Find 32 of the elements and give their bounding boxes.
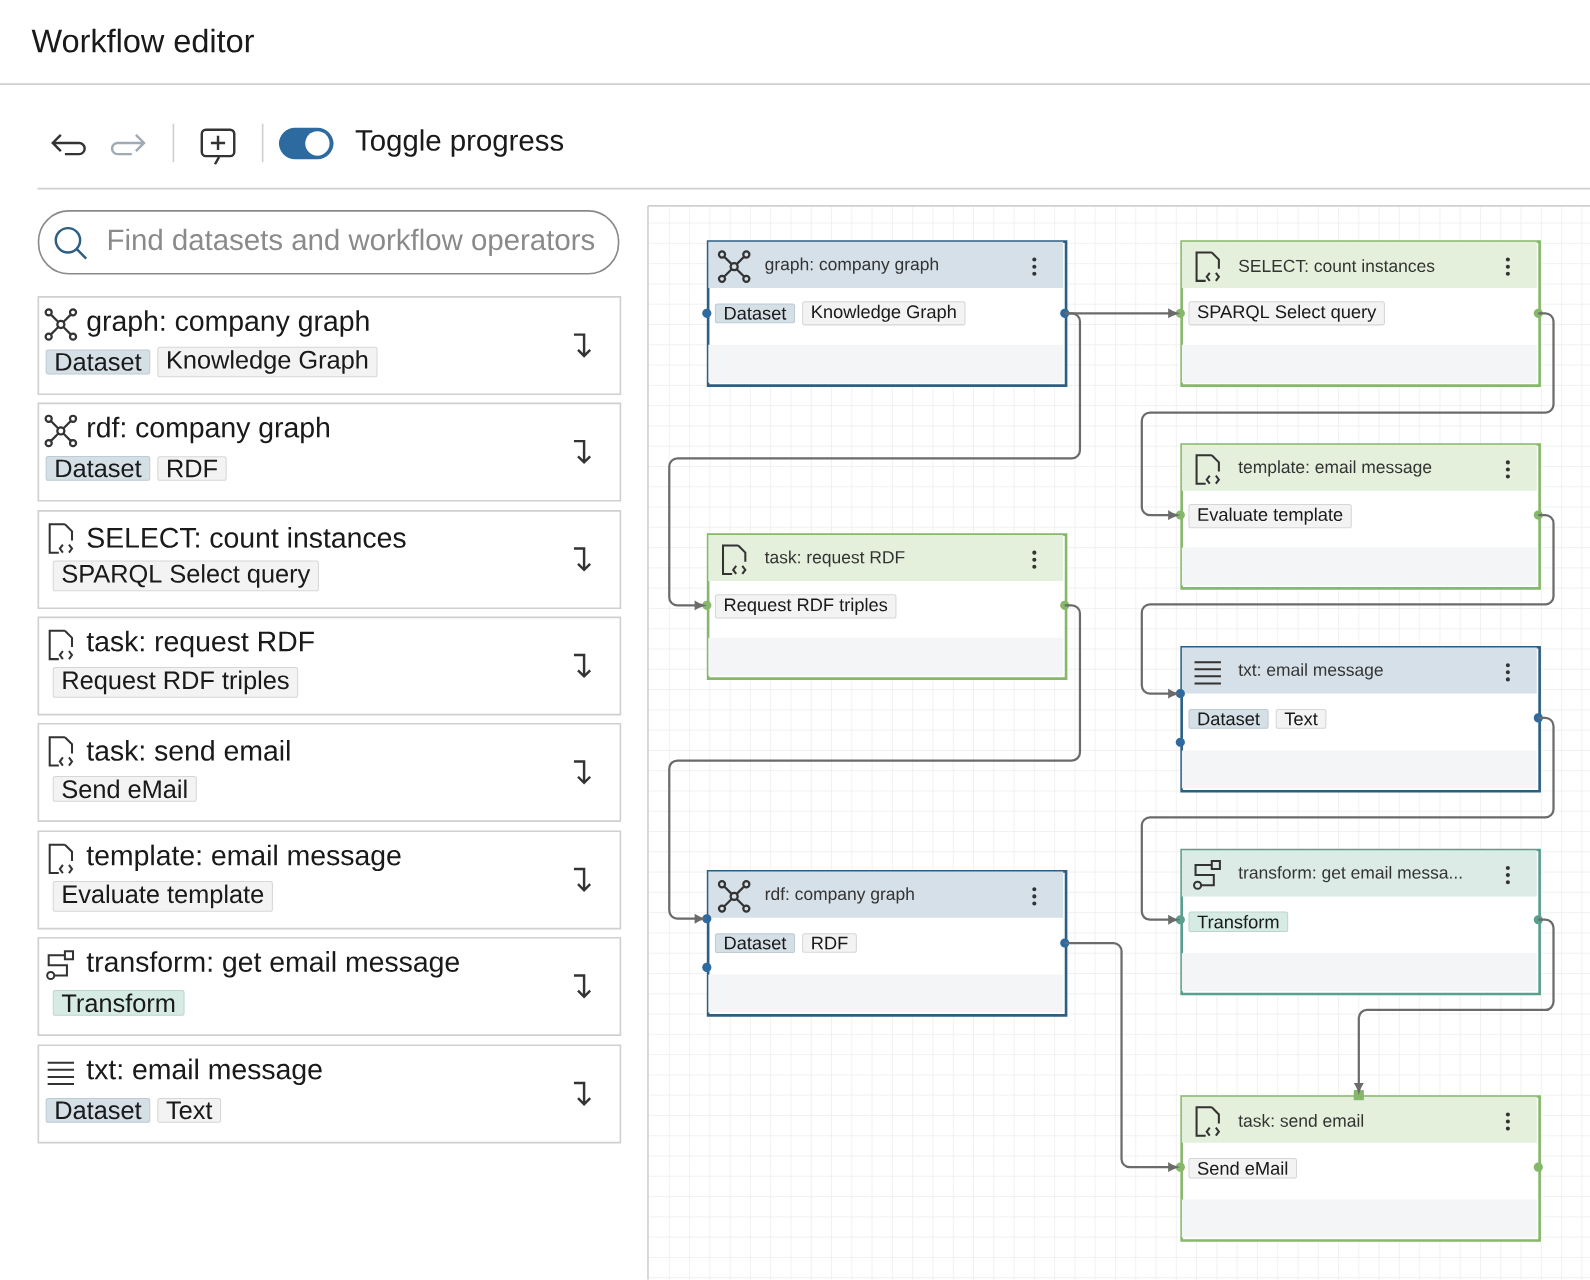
connector-arrow	[668, 312, 1082, 610]
tag-label: RDF	[157, 456, 227, 481]
tag-label: Dataset	[714, 933, 796, 954]
tag-label: Knowledge Graph	[157, 346, 378, 378]
connector-arrow	[668, 604, 1082, 923]
tag-label: SPARQL Select query	[52, 560, 319, 592]
toggle-label: Toggle progress	[355, 129, 564, 157]
tag-label: Text	[157, 1098, 222, 1123]
connector-arrow	[1064, 942, 1178, 1172]
tag-label: Knowledge Graph	[802, 301, 966, 326]
page-title: Workflow editor	[31, 28, 254, 53]
connector-arrow	[1354, 918, 1555, 1093]
search-field: Find datasets and workflow operators	[37, 210, 620, 275]
tag-label: Evaluate template	[52, 881, 273, 912]
tag-label: Dataset	[45, 1098, 151, 1123]
tag-label: Dataset	[714, 303, 796, 324]
connector-arrow	[1140, 312, 1555, 520]
tag-label: SPARQL Select query	[1188, 301, 1385, 326]
connector-arrow	[1140, 716, 1555, 924]
tag-label: Dataset	[45, 349, 151, 375]
tag-label: Transform	[52, 990, 185, 1016]
tag-label: Send eMail	[1188, 1158, 1297, 1179]
tag-label: Send eMail	[52, 776, 197, 802]
tag-label: RDF	[802, 933, 857, 954]
tag-label: Request RDF triples	[714, 594, 897, 619]
tag-label: Transform	[1188, 911, 1289, 933]
tag-label: Evaluate template	[1188, 504, 1352, 529]
tag-label: Request RDF triples	[52, 667, 299, 698]
tag-label: Text	[1275, 709, 1327, 729]
tag-label: Dataset	[1188, 709, 1269, 729]
connector-arrow	[1140, 514, 1555, 698]
tag-label: Dataset	[45, 456, 151, 482]
